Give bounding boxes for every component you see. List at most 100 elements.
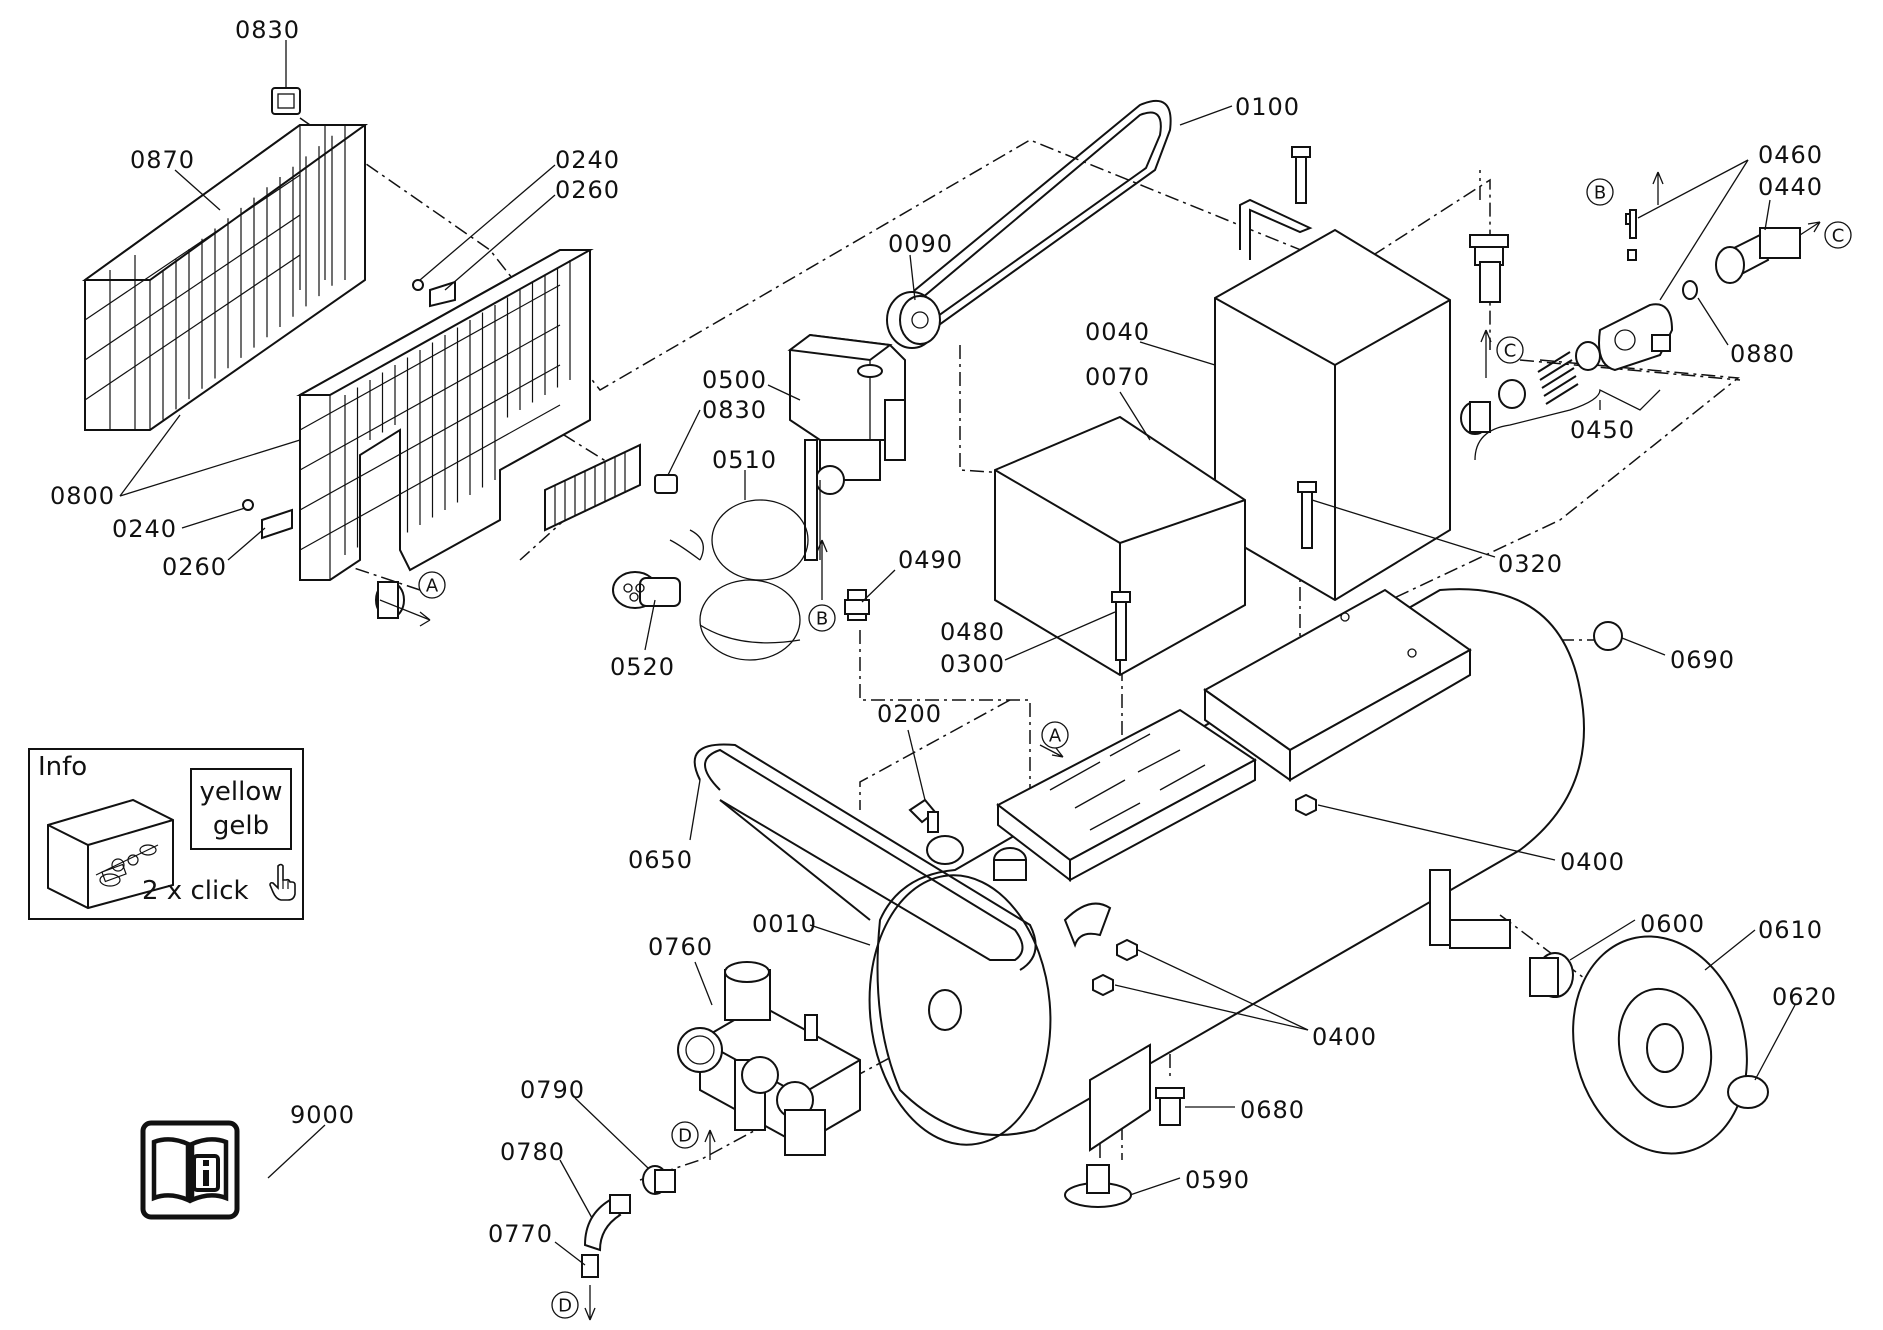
manual-info-icon[interactable]: [140, 1120, 240, 1220]
label-0830-top: 0830: [235, 16, 300, 44]
marker-A-left-label: A: [426, 576, 439, 597]
label-0100: 0100: [1235, 93, 1300, 121]
marker-A-plate: A: [1041, 721, 1069, 749]
bolts: [1111, 146, 1317, 661]
label-0450: 0450: [1570, 416, 1635, 444]
motor-box-0040: [1214, 228, 1451, 602]
label-0010: 0010: [752, 910, 817, 938]
clip-0830-top: [271, 87, 301, 115]
label-0780: 0780: [500, 1138, 565, 1166]
label-0760: 0760: [648, 933, 713, 961]
label-0070: 0070: [1085, 363, 1150, 391]
label-0400-bottom: 0400: [1312, 1023, 1377, 1051]
grille-small-panel: [544, 443, 641, 532]
leader-lines: [119, 40, 1821, 1321]
regulator-0760: [677, 961, 861, 1156]
click-hint: 2 x click: [142, 876, 249, 906]
marker-B-switch-label: B: [816, 609, 828, 630]
marker-C-right: C: [1824, 221, 1852, 249]
wheel-0610: [1572, 935, 1748, 1155]
label-0240-top: 0240: [555, 146, 620, 174]
label-0460: 0460: [1758, 141, 1823, 169]
label-0790: 0790: [520, 1076, 585, 1104]
bracket-0260-bottom: [242, 499, 293, 540]
label-0040: 0040: [1085, 318, 1150, 346]
color-label-de: gelb: [212, 811, 270, 841]
hubcap-0620: [1727, 1075, 1769, 1109]
handle-0650: [693, 743, 1037, 971]
marker-B-switch: B: [808, 604, 836, 632]
connector-0770: [581, 1254, 599, 1278]
pressure-switch: [787, 333, 906, 561]
marker-D-bottom-label: D: [558, 1296, 572, 1317]
label-0520: 0520: [610, 653, 675, 681]
sockets: [926, 835, 1112, 948]
pulley-0090: [886, 291, 941, 349]
label-0800: 0800: [50, 482, 115, 510]
bracket-0260-top: [412, 279, 456, 308]
marker-B-valve: B: [1586, 178, 1614, 206]
label-0600: 0600: [1640, 910, 1705, 938]
marker-C-left: C: [1496, 336, 1524, 364]
tank-0010: [868, 588, 1585, 1146]
axle-bracket: [1089, 869, 1511, 1152]
marker-D-regulator: D: [671, 1121, 699, 1149]
label-0260-bottom: 0260: [162, 553, 227, 581]
color-label-en: yellow: [199, 777, 283, 807]
hand-pointer-icon: [269, 863, 296, 901]
check-valve-parts: [1460, 209, 1801, 435]
label-0870: 0870: [130, 146, 195, 174]
marker-D-bottom: D: [551, 1291, 579, 1319]
base-plate-0200: [996, 708, 1257, 883]
cable-0510: [669, 499, 809, 661]
label-0490: 0490: [898, 546, 963, 574]
label-0500: 0500: [702, 366, 767, 394]
elbow-0780: [583, 1194, 631, 1252]
marker-B-valve-label: B: [1594, 183, 1606, 204]
info-thumbnail-icon: [47, 798, 174, 910]
marker-C-right-label: C: [1832, 226, 1845, 247]
info-box[interactable]: Info yellow gelb 2 x click: [28, 748, 304, 920]
label-0510: 0510: [712, 446, 777, 474]
drain-0680: [1155, 1087, 1185, 1126]
part-labels: 0830 0870 0240 0260 0800 0240 0260 0090 …: [50, 16, 1837, 1248]
marker-A-plate-label: A: [1049, 726, 1062, 747]
spacer-0600: [1529, 952, 1574, 998]
grille-front: [296, 249, 594, 581]
label-0680: 0680: [1240, 1096, 1305, 1124]
plug-0520: [612, 571, 681, 609]
marker-A-left: A: [418, 571, 446, 599]
label-0880: 0880: [1730, 340, 1795, 368]
label-0400-right: 0400: [1560, 848, 1625, 876]
base-plate-right: [1203, 588, 1472, 782]
label-0240-bottom: 0240: [112, 515, 177, 543]
label-0770: 0770: [488, 1220, 553, 1248]
label-0260-top: 0260: [555, 176, 620, 204]
label-0480: 0480: [940, 618, 1005, 646]
label-0320: 0320: [1498, 550, 1563, 578]
color-swatch-label: yellow gelb: [190, 768, 292, 850]
wing-screw: [908, 798, 939, 833]
foot-0590: [1064, 1164, 1132, 1208]
label-0650: 0650: [628, 846, 693, 874]
bracket-top: [1239, 198, 1313, 260]
label-0610: 0610: [1758, 916, 1823, 944]
fitting-0790: [642, 1165, 676, 1195]
label-0690: 0690: [1670, 646, 1735, 674]
fitting-0490: [844, 589, 870, 621]
nuts-0400: [1092, 793, 1317, 997]
label-0300: 0300: [940, 650, 1005, 678]
label-0200: 0200: [877, 700, 942, 728]
spacer-0690: [1593, 621, 1623, 651]
label-0590: 0590: [1185, 1166, 1250, 1194]
clip-0830-mid: [654, 474, 678, 494]
sleeve-A: [375, 581, 405, 619]
label-0830-mid: 0830: [702, 396, 767, 424]
label-0090: 0090: [888, 230, 953, 258]
label-0440: 0440: [1758, 173, 1823, 201]
label-9000: 9000: [290, 1101, 355, 1129]
label-0620: 0620: [1772, 983, 1837, 1011]
belt-0100: [901, 100, 1172, 338]
marker-C-left-label: C: [1504, 341, 1517, 362]
